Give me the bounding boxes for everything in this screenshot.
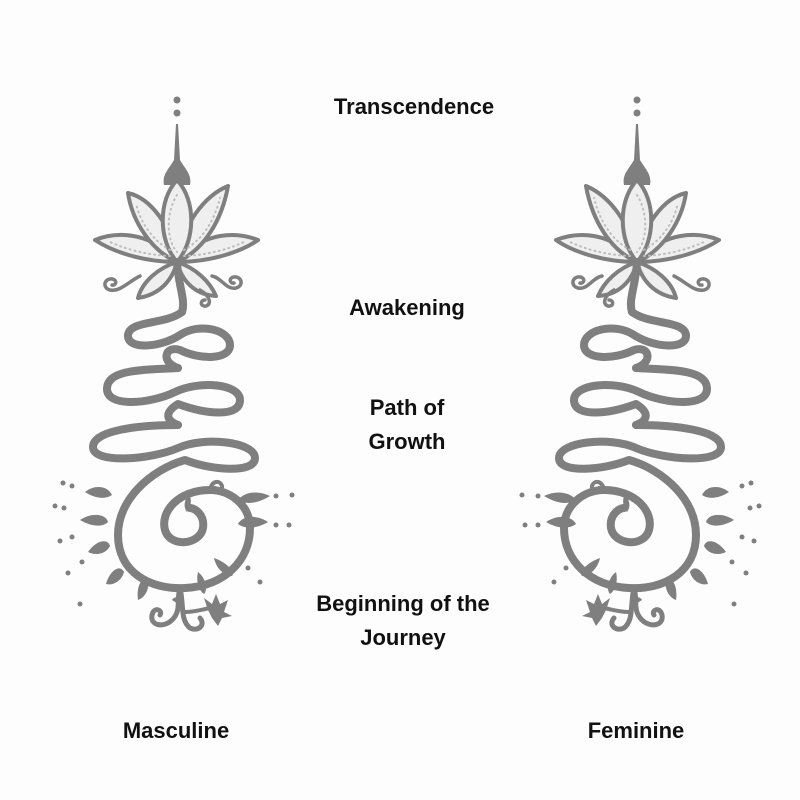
- label-awakening: Awakening: [349, 295, 465, 320]
- label-path-line2: Growth: [368, 429, 446, 454]
- label-beginning-of-journey: Beginning of the Journey: [316, 587, 490, 655]
- feminine-unalome-symbol: [520, 97, 762, 630]
- label-masculine: Masculine: [122, 718, 230, 743]
- label-feminine: Feminine: [587, 718, 685, 743]
- label-beginning-line2: Journey: [360, 625, 446, 650]
- label-path-line1: Path of: [369, 395, 445, 420]
- label-transcendence: Transcendence: [333, 94, 495, 119]
- masculine-unalome-symbol: [53, 97, 295, 630]
- label-path-of-growth: Path of Growth: [369, 391, 446, 459]
- label-beginning-line1: Beginning of the: [316, 591, 490, 616]
